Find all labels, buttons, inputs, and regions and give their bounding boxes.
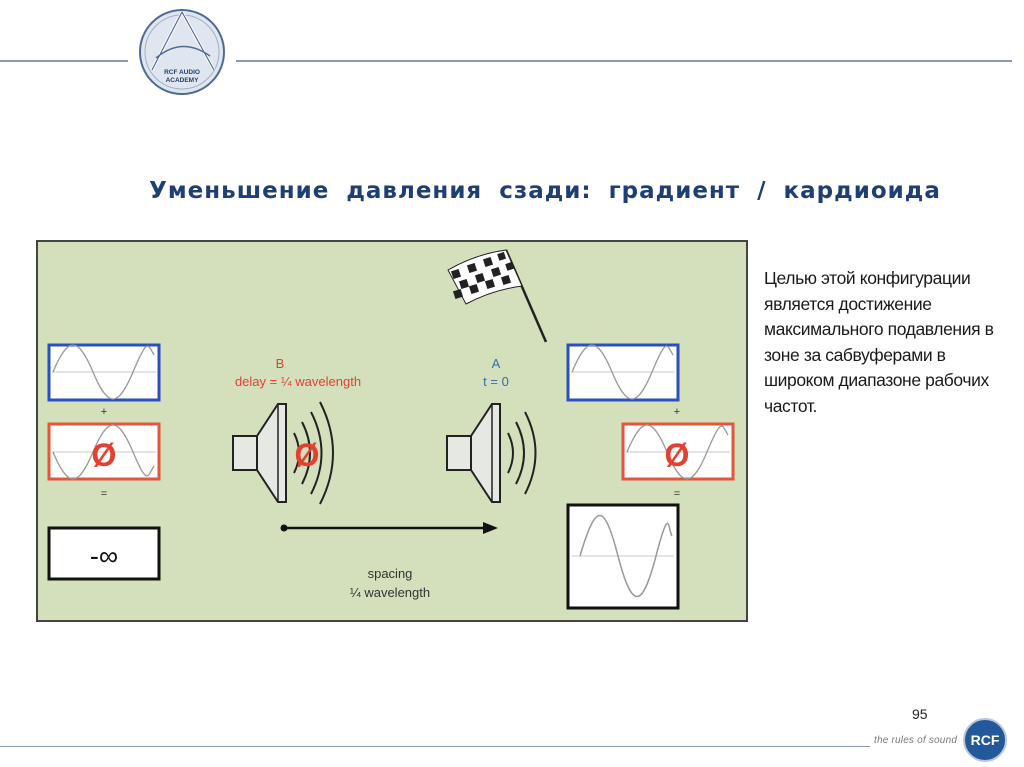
right-result-wave-box — [566, 503, 680, 610]
logo-text-line1: RCF AUDIO — [164, 69, 200, 76]
speaker-a-time: t = 0 — [483, 374, 509, 389]
right-shifted-wave-box — [621, 422, 735, 481]
rcf-brand-text: RCF — [970, 732, 1000, 748]
left-phase-symbol: Ø — [92, 437, 117, 473]
checkered-flag-icon — [447, 249, 548, 343]
header-line-right — [236, 60, 1012, 62]
logo-text-line2: ACADEMY — [166, 77, 200, 84]
right-plus-sign: + — [674, 406, 680, 418]
slide-title: Уменьшение давления сзади: градиент / ка… — [149, 178, 941, 204]
speaker-a-icon — [446, 403, 501, 503]
footer-tagline: the rules of sound — [874, 735, 958, 746]
slide-description: Целью этой конфигурации является достиже… — [764, 268, 994, 416]
speaker-b-phase-symbol: Ø — [295, 437, 320, 473]
left-result-value: -∞ — [90, 541, 118, 571]
page-number: 95 — [912, 706, 928, 722]
header-line-left — [0, 60, 128, 62]
speaker-b-icon — [232, 403, 287, 503]
left-plus-sign: + — [101, 406, 107, 418]
left-input-wave-box — [47, 343, 161, 402]
speaker-a-label: A — [492, 356, 501, 371]
right-phase-symbol: Ø — [665, 437, 690, 473]
speaker-b-delay: delay = ¼ wavelength — [235, 374, 361, 389]
rcf-academy-logo: RCF AUDIO ACADEMY — [139, 9, 225, 95]
speaker-a-sound-waves — [507, 411, 537, 495]
speaker-b-sound-waves — [293, 401, 334, 505]
speaker-b-label: B — [276, 356, 285, 371]
right-equals-sign: = — [674, 488, 680, 500]
cardioid-diagram: + Ø = -∞ B delay = ¼ wavelength Ø A t = … — [36, 240, 748, 622]
rcf-brand-logo: RCF — [963, 718, 1007, 762]
spacing-label-line2: ¼ wavelength — [350, 585, 430, 600]
spacing-label-line1: spacing — [368, 566, 413, 581]
left-result-box — [47, 526, 161, 581]
footer-line — [0, 746, 870, 747]
left-inverted-wave-box — [47, 422, 161, 481]
left-equals-sign: = — [101, 488, 107, 500]
spacing-arrow — [280, 522, 498, 534]
right-input-wave-box — [566, 343, 680, 402]
